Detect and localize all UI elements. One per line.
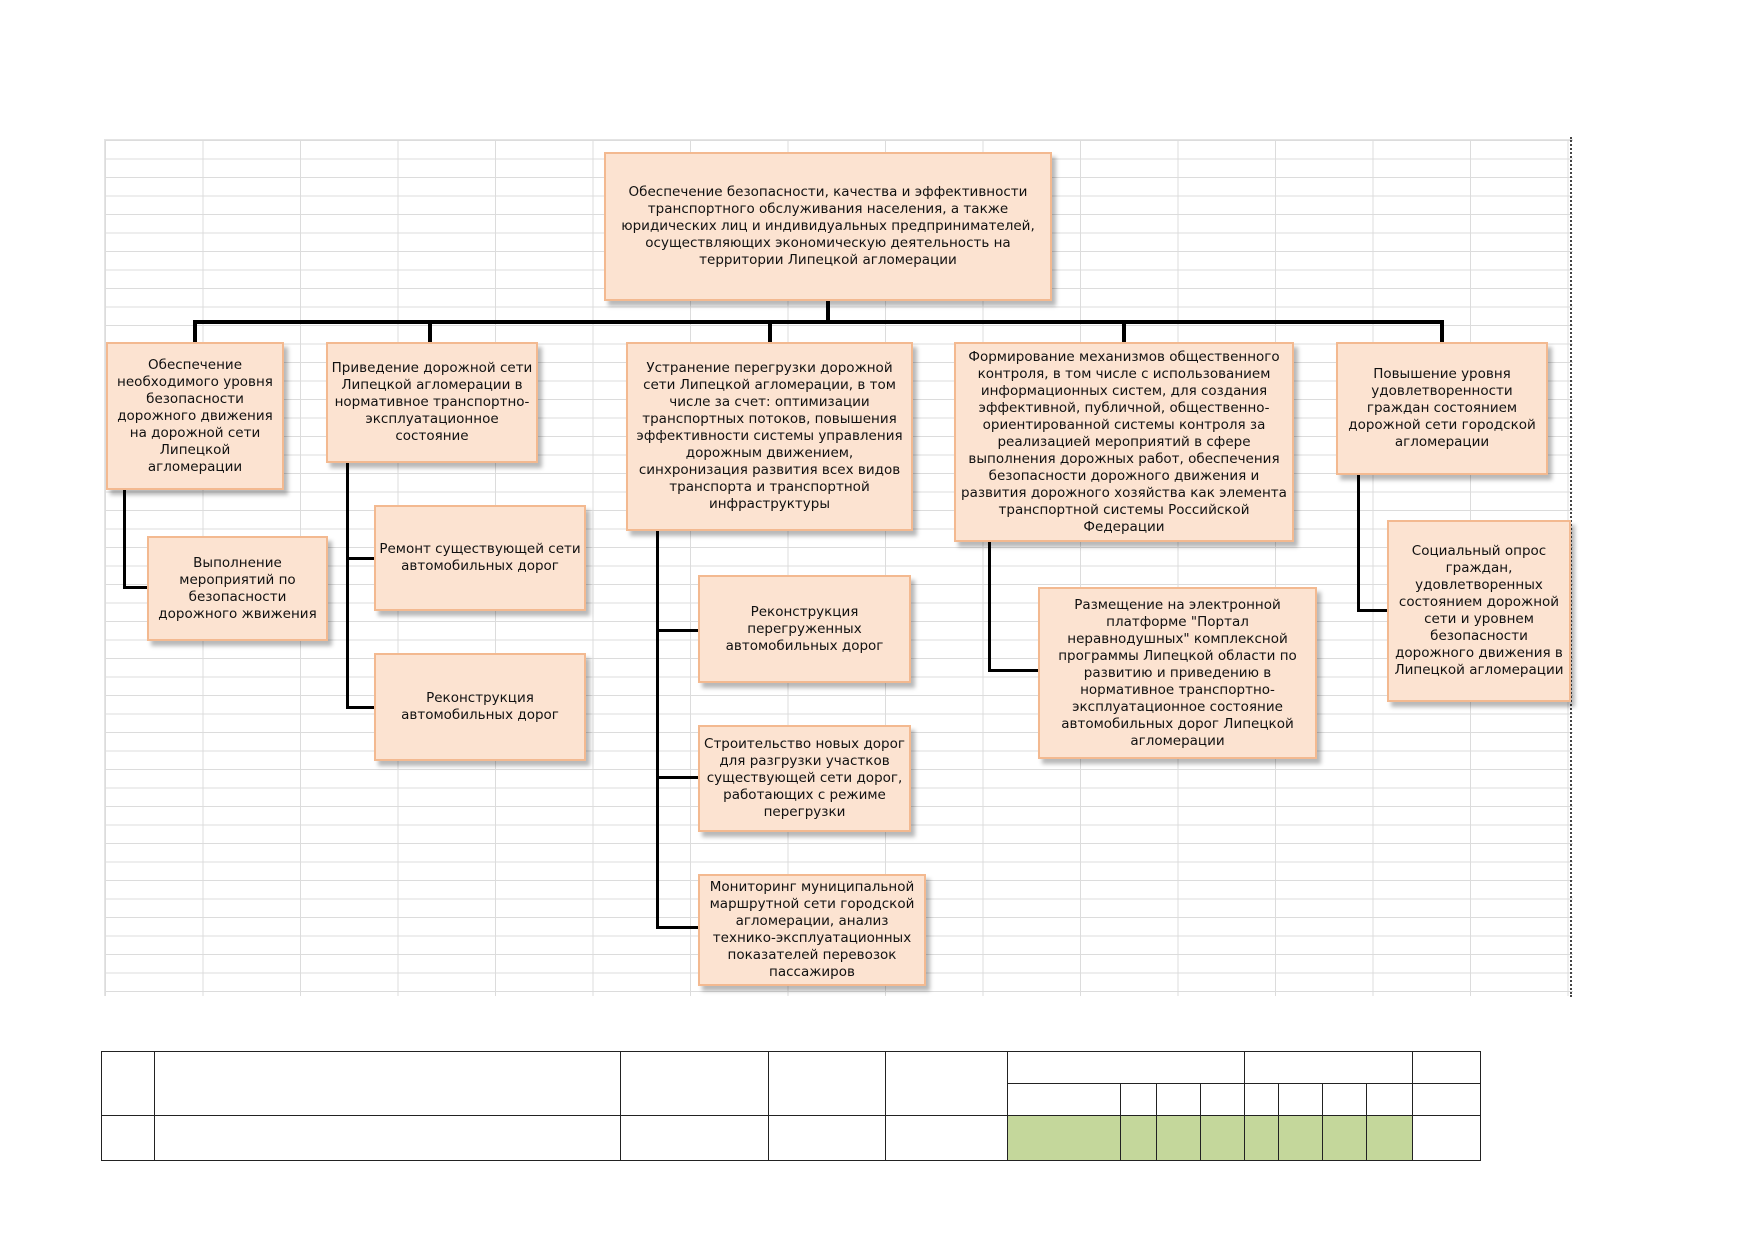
child-box-b2-1: Ремонт существующей сети автомобильных д… (374, 505, 586, 611)
child-b3-3-text: Мониторинг муниципальной маршрутной сети… (709, 879, 915, 980)
table-cell-highlighted (1120, 1115, 1157, 1161)
table-cell (154, 1051, 621, 1116)
branch-1-title: Обеспечение необходимого уровня безопасн… (117, 356, 273, 475)
table-cell (620, 1115, 769, 1161)
connector-b3-c3 (656, 926, 698, 929)
bottom-table (101, 1051, 1481, 1161)
child-b2-1-text: Ремонт существующей сети автомобильных д… (379, 541, 581, 574)
connector-branch-1-drop (193, 320, 197, 342)
table-cell (768, 1051, 886, 1116)
connector-b3-c1 (656, 629, 698, 632)
branch-box-1: Обеспечение необходимого уровня безопасн… (106, 342, 284, 490)
child-b3-1-text: Реконструкция перегруженных автомобильны… (725, 603, 884, 654)
branch-3-title: Устранение перегрузки дорожной сети Липе… (636, 360, 903, 512)
child-b1-1-text: Выполнение мероприятий по безопасности д… (158, 554, 317, 622)
table-cell (768, 1115, 886, 1161)
child-b2-2-text: Реконструкция автомобильных дорог (401, 690, 559, 723)
branch-box-4: Формирование механизмов общественного ко… (954, 342, 1294, 542)
branch-box-2: Приведение дорожной сети Липецкой агломе… (326, 342, 538, 463)
root-goal-box: Обеспечение безопасности, качества и эфф… (604, 152, 1052, 301)
child-box-b4-1: Размещение на электронной платформе "Пор… (1038, 587, 1317, 759)
table-cell-highlighted (1278, 1115, 1323, 1161)
table-cell (1007, 1051, 1245, 1084)
table-cell-highlighted (1007, 1115, 1121, 1161)
table-cell (885, 1051, 1008, 1116)
table-cell (1412, 1083, 1481, 1116)
branch-5-title: Повышение уровня удовлетворенности гражд… (1348, 366, 1536, 450)
branch-box-3: Устранение перегрузки дорожной сети Липе… (626, 342, 913, 531)
child-b5-1-text: Социальный опрос граждан, удовлетворенны… (1394, 543, 1564, 678)
table-cell (885, 1115, 1008, 1161)
connector-b2-c1 (346, 557, 374, 560)
connector-b1-vertical (123, 490, 126, 589)
table-cell (1322, 1083, 1367, 1116)
connector-b3-c2 (656, 776, 698, 779)
table-cell (101, 1115, 155, 1161)
connector-branch-5-drop (1440, 320, 1444, 342)
table-cell-highlighted (1200, 1115, 1245, 1161)
connector-branch-2-drop (428, 320, 432, 342)
child-box-b1-1: Выполнение мероприятий по безопасности д… (147, 536, 328, 641)
table-cell-highlighted (1366, 1115, 1413, 1161)
table-cell (1156, 1083, 1201, 1116)
child-b4-1-text: Размещение на электронной платформе "Пор… (1058, 596, 1297, 749)
table-cell (1244, 1051, 1413, 1084)
table-cell (101, 1051, 155, 1116)
child-b3-2-text: Строительство новых дорог для разгрузки … (704, 736, 905, 820)
table-cell (620, 1051, 769, 1116)
child-box-b2-2: Реконструкция автомобильных дорог (374, 653, 586, 761)
child-box-b3-3: Мониторинг муниципальной маршрутной сети… (698, 874, 926, 986)
table-cell (1278, 1083, 1323, 1116)
connector-b4-c1 (988, 669, 1038, 672)
table-cell (1244, 1083, 1279, 1116)
connector-b4-vertical (988, 542, 991, 672)
connector-root-bus (193, 320, 1444, 324)
table-cell (1200, 1083, 1245, 1116)
branch-4-title: Формирование механизмов общественного ко… (961, 348, 1287, 535)
table-cell (154, 1115, 621, 1161)
table-cell (1412, 1051, 1481, 1084)
page-break-line (1570, 137, 1572, 997)
table-cell-highlighted (1244, 1115, 1279, 1161)
connector-b2-vertical (346, 463, 349, 709)
connector-root-stem (826, 300, 830, 322)
connector-branch-3-drop (768, 320, 772, 342)
branch-box-5: Повышение уровня удовлетворенности гражд… (1336, 342, 1548, 475)
table-cell (1366, 1083, 1413, 1116)
connector-b1-c1 (123, 586, 147, 589)
connector-b2-c2 (346, 706, 374, 709)
connector-b5-vertical (1357, 475, 1360, 612)
connector-branch-4-drop (1122, 320, 1126, 342)
table-cell (1007, 1083, 1121, 1116)
child-box-b3-1: Реконструкция перегруженных автомобильны… (698, 575, 911, 683)
branch-2-title: Приведение дорожной сети Липецкой агломе… (331, 360, 533, 444)
table-cell (1412, 1115, 1481, 1161)
child-box-b5-1: Социальный опрос граждан, удовлетворенны… (1387, 520, 1571, 702)
table-cell-highlighted (1156, 1115, 1201, 1161)
connector-b3-vertical (656, 531, 659, 929)
table-cell-highlighted (1322, 1115, 1367, 1161)
child-box-b3-2: Строительство новых дорог для разгрузки … (698, 725, 911, 832)
table-cell (1120, 1083, 1157, 1116)
connector-b5-c1 (1357, 609, 1387, 612)
root-goal-text: Обеспечение безопасности, качества и эфф… (621, 184, 1035, 268)
